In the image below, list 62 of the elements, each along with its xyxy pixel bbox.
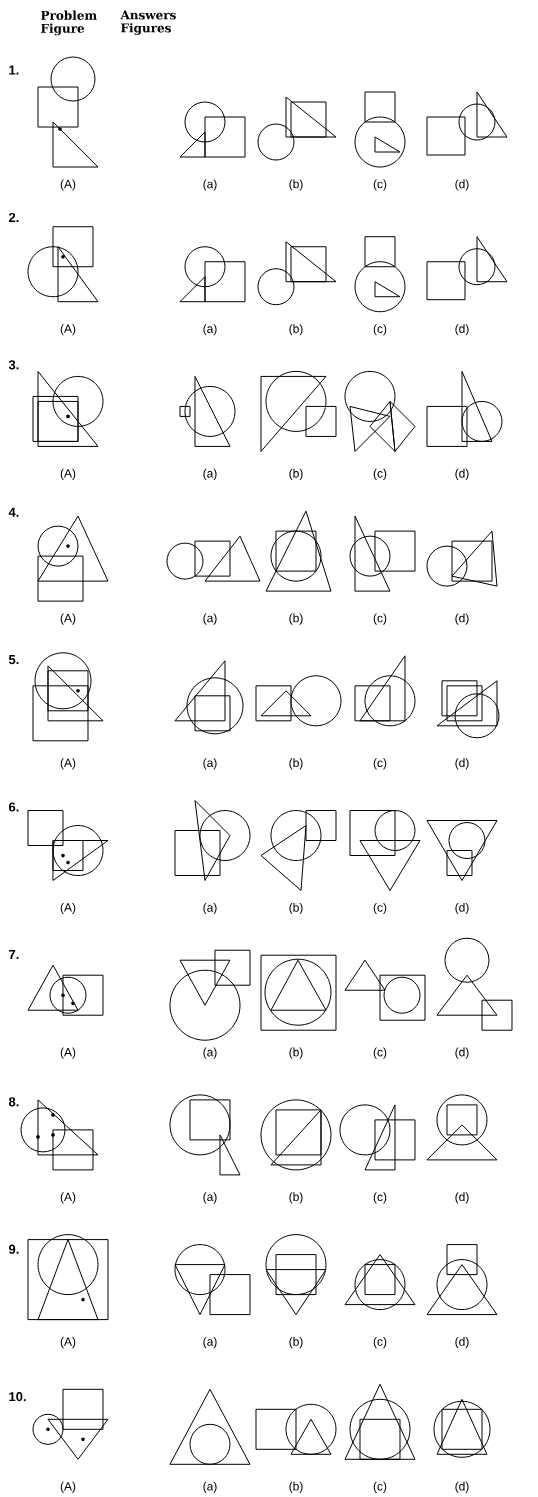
figure-label: (A): [60, 1192, 76, 1204]
question-number: 5.: [8, 655, 19, 665]
question-number: 2.: [8, 212, 19, 222]
figure-label: (d): [455, 758, 469, 770]
figure-label: (c): [373, 1481, 387, 1493]
figure-label: (c): [373, 1192, 387, 1204]
column-heading: Problem Figure: [41, 10, 97, 36]
figure-label: (b): [289, 179, 303, 191]
figure-label: (A): [60, 1337, 76, 1349]
question-number: 3.: [8, 360, 19, 370]
figure-label: (c): [373, 902, 387, 915]
question-number: 6.: [8, 802, 19, 812]
figure-label: (d): [455, 1047, 469, 1059]
figure-label: (b): [289, 902, 303, 915]
figure-label: (b): [289, 758, 303, 770]
figure-label: (A): [60, 1481, 76, 1493]
figure-label: (a): [203, 758, 217, 770]
figure-label: (a): [203, 1047, 217, 1059]
figure-label: (c): [373, 324, 387, 336]
figure-label: (d): [455, 468, 469, 480]
figure-label: (c): [373, 1337, 387, 1349]
figure-label: (d): [455, 902, 469, 915]
figure-label: (a): [203, 179, 217, 191]
column-heading: Answers Figures: [120, 10, 176, 35]
figure-label: (d): [455, 324, 469, 336]
figure-label: (d): [455, 613, 469, 625]
figure-label: (b): [289, 468, 303, 480]
figure-label: (b): [289, 1481, 303, 1493]
question-number: 7.: [9, 949, 19, 959]
figure-label: (c): [373, 613, 387, 625]
figure-label: (b): [289, 1047, 303, 1059]
figure-label: (b): [289, 613, 303, 625]
figure-label: (b): [289, 1192, 303, 1204]
figure-label: (a): [203, 902, 217, 915]
figure-label: (A): [60, 324, 76, 336]
figure-label: (a): [203, 1481, 217, 1493]
figure-label: (d): [455, 1192, 469, 1204]
question-number: 8.: [8, 1097, 19, 1107]
figure-label: (b): [289, 1337, 303, 1349]
question-number: 1.: [9, 65, 19, 75]
figure-label: (a): [203, 1337, 217, 1349]
figure-label: (c): [373, 758, 387, 770]
figure-label: (a): [203, 1192, 217, 1204]
figure-label: (A): [60, 468, 76, 480]
figure-label: (c): [373, 179, 387, 191]
figure-label: (c): [373, 1047, 387, 1059]
figure-label: (d): [455, 1481, 469, 1493]
figure-label: (A): [60, 179, 76, 191]
figure-label: (A): [60, 1047, 76, 1059]
question-number: 9.: [8, 1244, 19, 1254]
question-number: 4.: [8, 507, 19, 517]
figure-label: (c): [373, 468, 387, 480]
figure-label: (d): [455, 1337, 469, 1349]
question-number: 10.: [9, 1392, 26, 1402]
figure-label: (A): [60, 613, 76, 625]
figure-label: (d): [455, 179, 469, 191]
figure-label: (a): [203, 468, 217, 480]
figure-label: (a): [203, 324, 217, 336]
figure-label: (b): [289, 324, 303, 336]
figure-label: (A): [60, 902, 76, 915]
figure-label: (a): [203, 613, 217, 625]
figure-label: (A): [60, 758, 76, 770]
